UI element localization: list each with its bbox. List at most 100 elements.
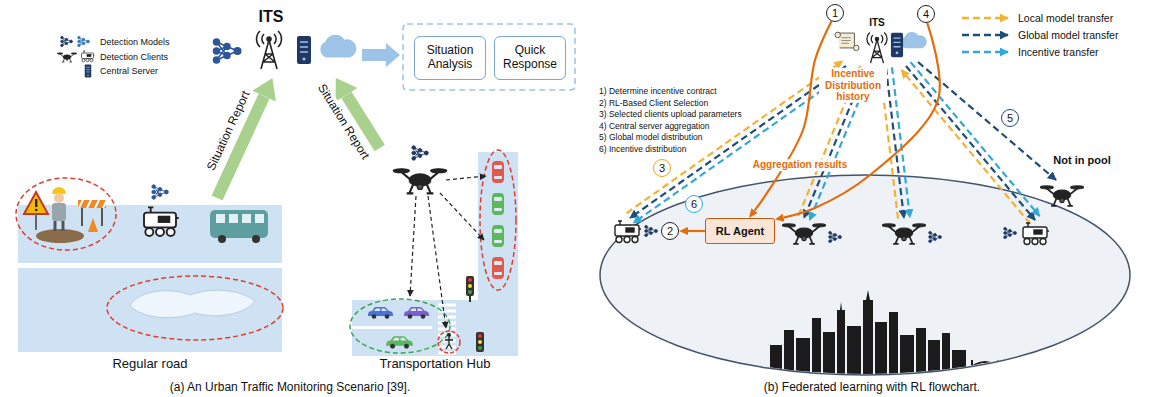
- hub-scene: [412, 146, 428, 160]
- legend-icons: [85, 64, 92, 77]
- client-pool: [847, 326, 861, 385]
- node-text: 5: [1007, 112, 1013, 125]
- road-scene: [78, 200, 106, 208]
- client-pool: [823, 332, 835, 385]
- hub-scene: [492, 225, 504, 247]
- agent-box: RL Agent: [705, 218, 775, 244]
- hub-scene: [368, 307, 393, 319]
- node-text: 6: [691, 198, 697, 211]
- node-text: ITS: [259, 8, 284, 26]
- hub-scene: [466, 276, 474, 296]
- client-icons: [615, 221, 641, 243]
- scene-panel: Transportation Hub: [350, 148, 520, 374]
- road-scene: [54, 193, 64, 203]
- road-scene: [216, 214, 225, 223]
- road-scene: [242, 214, 251, 223]
- client-pool: [863, 300, 873, 385]
- edge-label: Situation Report: [204, 87, 254, 175]
- its-icons: [835, 32, 927, 63]
- process-box: Situation Analysis: [414, 36, 486, 80]
- road-scene: [35, 214, 37, 230]
- client-pool: [812, 318, 821, 385]
- edge-label: Aggregation results: [751, 159, 849, 171]
- hub-scene: [478, 334, 482, 338]
- legend-icons: [61, 36, 73, 46]
- road-scene: [107, 276, 283, 340]
- legend-icons: [78, 36, 90, 46]
- client-pool: [600, 175, 1130, 375]
- node-text: 2: [667, 225, 673, 238]
- hub-scene: [410, 196, 416, 296]
- hub-scene: [350, 299, 450, 353]
- legend-text: Global model transfer: [1018, 29, 1118, 41]
- client-pool: [796, 338, 810, 385]
- hub-scene: [350, 146, 518, 356]
- hub-scene: [438, 331, 460, 353]
- step-text: 4) Central server aggregation: [598, 122, 711, 132]
- scene-panel: Regular road: [18, 198, 282, 374]
- road-scene: [55, 221, 63, 231]
- node-text: 1: [832, 7, 838, 20]
- hub-scene: [476, 332, 484, 352]
- its-icons: [320, 35, 356, 58]
- road-scene: [229, 214, 238, 223]
- step-circle: 1: [826, 4, 844, 22]
- legend-item: Detection Clients: [100, 52, 168, 62]
- legend-item: Detection Models: [100, 36, 170, 46]
- its-icons: [362, 43, 400, 67]
- pool-note: Not in pool: [1052, 154, 1111, 167]
- client-icons: [1004, 227, 1017, 238]
- hub-scene: [386, 336, 413, 349]
- step-circle: 2: [661, 222, 679, 240]
- client-icons: [929, 231, 942, 242]
- transfer-line: [901, 70, 1030, 224]
- its-icons: [214, 39, 241, 63]
- client-icons: [615, 186, 1084, 245]
- client-icons: [782, 224, 825, 244]
- road-scene: [35, 199, 37, 207]
- figure-caption: (b) Federated learning with RL flowchart…: [763, 381, 981, 395]
- node-text: Situation Analysis: [419, 44, 481, 72]
- client-pool: [770, 290, 1004, 385]
- process-box: Quick Response: [494, 36, 566, 80]
- client-icons: [1040, 186, 1083, 206]
- client-pool: [916, 328, 926, 385]
- legend-line: [962, 18, 1008, 52]
- step-circle: 6: [685, 195, 703, 213]
- hub-scene: [446, 176, 486, 180]
- figure-caption: (a) An Urban Traffic Monitoring Scenario…: [169, 381, 412, 395]
- road-scene: [252, 235, 260, 243]
- legend-item: Global model transfer: [1018, 29, 1118, 41]
- step-circle: 5: [1001, 109, 1019, 127]
- node-text: Regular road: [112, 357, 187, 372]
- hub-scene: [438, 305, 456, 353]
- its-icons: [891, 33, 903, 57]
- client-pool: [784, 330, 794, 385]
- client-pool: [928, 340, 940, 385]
- hub-scene: [480, 150, 516, 290]
- road-scene: [255, 214, 264, 223]
- legend-text: Central Server: [100, 66, 158, 76]
- road-scene: [79, 200, 107, 208]
- hub-scene: [492, 193, 504, 215]
- hub-scene: [352, 300, 518, 356]
- step-text: 3) Selected clients upload parameters: [598, 110, 743, 120]
- its-icons: [257, 31, 282, 69]
- legend-line: [962, 51, 1008, 54]
- road-scene: [152, 185, 168, 199]
- hub-scene: [468, 278, 472, 282]
- road-scene: [130, 290, 255, 317]
- node-text: 3: [659, 162, 665, 175]
- client-pool: [600, 175, 1130, 385]
- hub-scene: [440, 193, 484, 240]
- hub-scene: [404, 307, 429, 319]
- client-pool: [770, 345, 782, 385]
- node-text: Transportation Hub: [380, 357, 491, 372]
- legend-item: Central Server: [100, 66, 158, 76]
- control-arrow: [755, 21, 832, 210]
- its-icons: [214, 24, 576, 90]
- step-text: 1) Determine incentive contract: [598, 87, 718, 97]
- hub-scene: [393, 169, 446, 194]
